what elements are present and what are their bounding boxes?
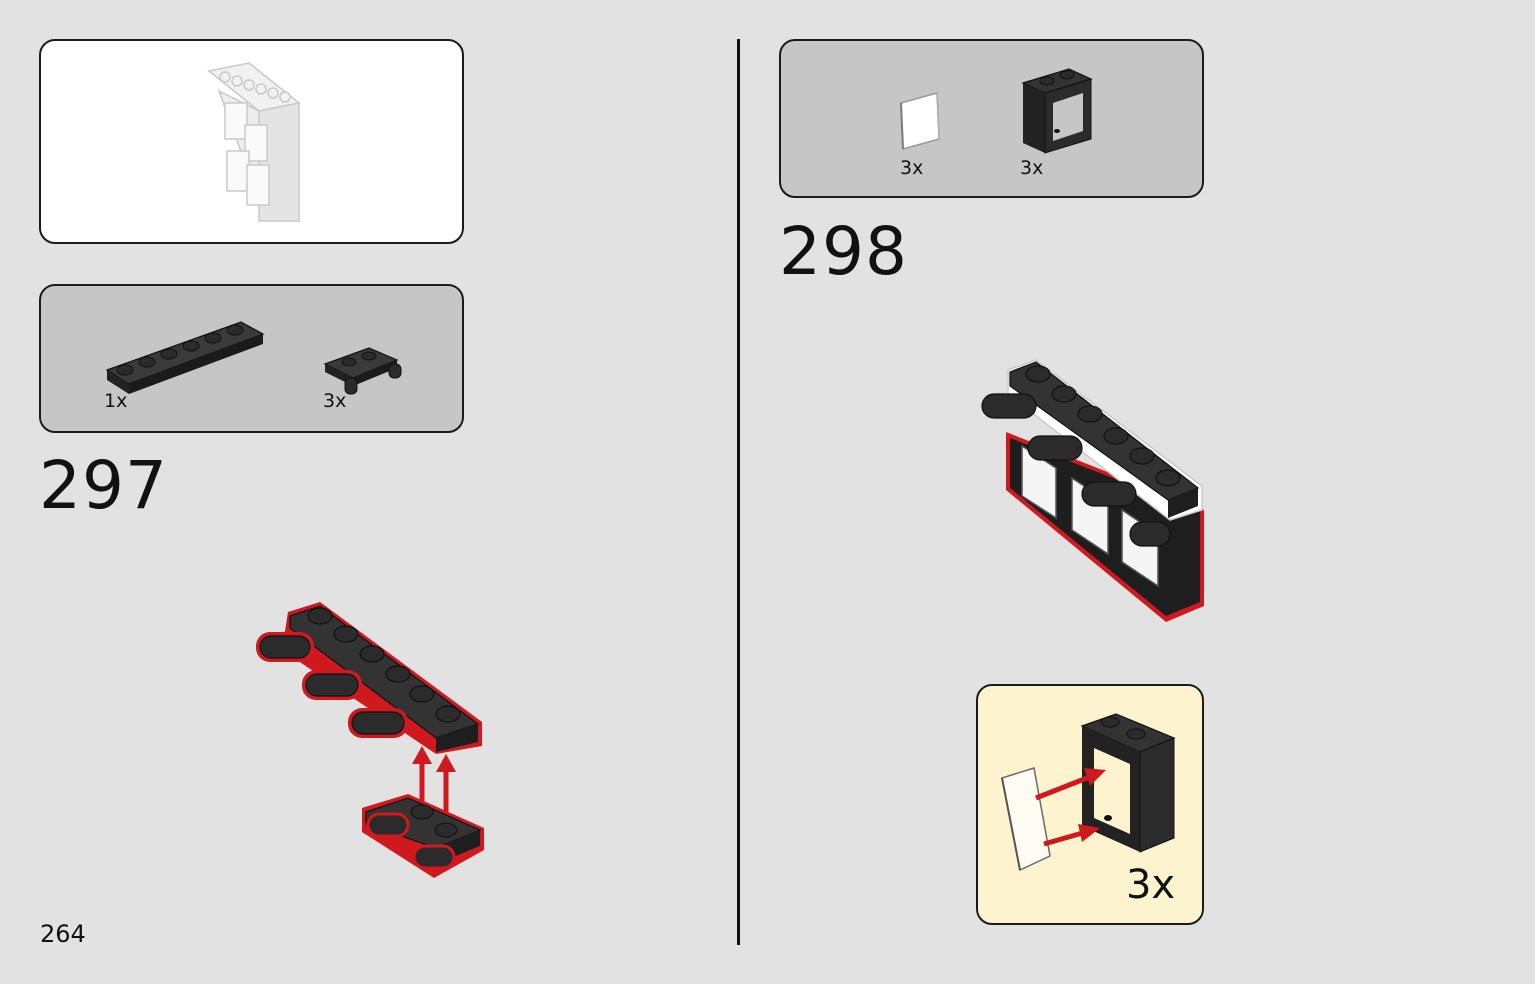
page-divider [737, 39, 740, 945]
context-overview-panel [39, 39, 464, 244]
black-plate-1x6-icon [105, 321, 265, 394]
step-298-assembly-diagram [981, 359, 1204, 622]
subassembly-callout-panel: 3x [976, 684, 1204, 925]
step-298-part-2-qty: 3x [1020, 157, 1044, 179]
transparent-glass-pane-icon [900, 92, 940, 150]
step-298-part-1-qty: 3x [900, 157, 924, 179]
black-window-frame-icon [1021, 68, 1093, 154]
step-297-part-2-qty: 3x [323, 390, 347, 412]
step-297-part-1-qty: 1x [104, 390, 128, 412]
page-number: 264 [40, 920, 86, 948]
callout-quantity: 3x [1126, 862, 1176, 908]
step-298-parts-panel: 3x 3x [779, 39, 1204, 198]
step-297-parts-panel: 1x 3x [39, 284, 464, 433]
step-297-number: 297 [39, 447, 168, 524]
step-297-assembly-diagram [256, 602, 484, 878]
glass-into-frame-diagram [1001, 713, 1176, 872]
window-assembly-ghost-icon [207, 62, 301, 223]
step-298-number: 298 [779, 213, 908, 290]
black-plate-handle-icon [323, 347, 402, 395]
